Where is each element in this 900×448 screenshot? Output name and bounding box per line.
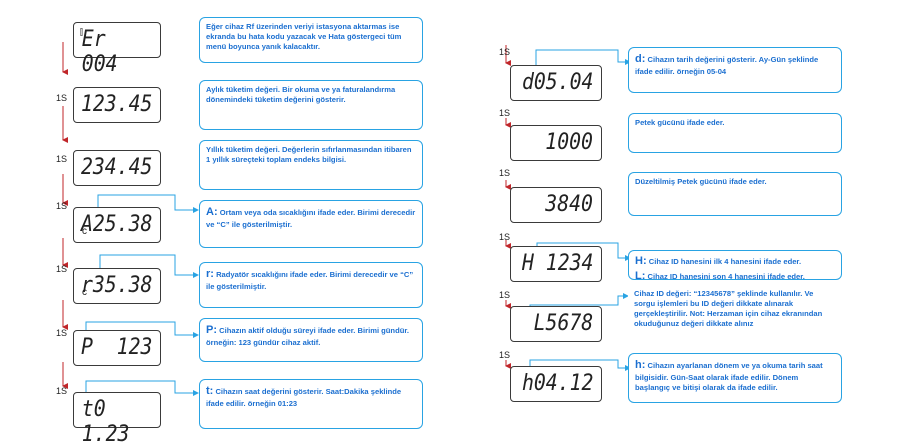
- description-corrected-power: Düzeltilmiş Petek gücünü ifade eder.: [628, 172, 842, 216]
- description-letter: t:: [206, 385, 214, 397]
- description-room-temp: A: Ortam veya oda sıcaklığını ifade eder…: [199, 200, 423, 248]
- description-letter: P:: [206, 324, 217, 336]
- step-label: 1S: [56, 201, 68, 211]
- description-text: Cihaz ID hanesini son 4 hanesini ifade e…: [647, 271, 805, 281]
- description-active-days: P: Cihazın aktif olduğu süreyi ifade ede…: [199, 318, 423, 362]
- lcd-value: H 1234: [521, 251, 593, 276]
- lcd-date: d05.04: [510, 65, 602, 101]
- lcd-value: A25.38: [80, 212, 152, 237]
- description-error: Eğer cihaz Rf üzerinden veriyi istasyona…: [199, 17, 423, 63]
- description-text: Petek gücünü ifade eder.: [635, 118, 725, 127]
- celsius-unit: c: [82, 226, 87, 237]
- description-id-note: Cihaz ID değeri: “12345678” şeklinde kul…: [628, 286, 842, 344]
- description-time: t: Cihazın saat değerini gösterir. Saat:…: [199, 379, 423, 429]
- step-label: 1S: [499, 108, 511, 118]
- description-monthly: Aylık tüketim değeri. Bir okuma ve ya fa…: [199, 80, 423, 130]
- lcd-value: 234.45: [80, 155, 152, 180]
- description-letter: r:: [206, 268, 214, 280]
- antenna-icon: ⫿: [80, 27, 83, 37]
- lcd-active-days: P 123: [73, 330, 161, 366]
- description-text: Aylık tüketim değeri. Bir okuma ve ya fa…: [206, 85, 396, 105]
- lcd-corrected-power: 3840: [510, 187, 602, 223]
- lcd-period: h04.12: [510, 366, 602, 402]
- step-label: 1S: [499, 168, 511, 178]
- celsius-unit: c: [82, 287, 87, 298]
- step-label: 1S: [499, 47, 511, 57]
- description-letter: h:: [635, 359, 646, 371]
- description-text: Cihazın aktif olduğu süreyi ifade eder. …: [206, 326, 409, 347]
- step-label: 1S: [56, 154, 68, 164]
- description-period: h: Cihazın ayarlanan dönem ve ya okuma t…: [628, 353, 842, 403]
- description-radiator-power: Petek gücünü ifade eder.: [628, 113, 842, 153]
- description-letter: H:: [635, 255, 647, 267]
- lcd-value: h04.12: [521, 371, 593, 396]
- description-radiator-temp: r: Radyatör sıcaklığını ifade eder. Biri…: [199, 262, 423, 308]
- description-text: Cihaz ID hanesini ilk 4 hanesini ifade e…: [648, 257, 802, 266]
- description-text: Cihazın ayarlanan dönem ve ya okuma tari…: [635, 361, 823, 392]
- description-text: Yıllık tüketim değeri. Değerlerin sıfırl…: [206, 145, 412, 165]
- step-label: 1S: [56, 328, 68, 338]
- step-label: 1S: [56, 264, 68, 274]
- description-yearly: Yıllık tüketim değeri. Değerlerin sıfırl…: [199, 140, 423, 190]
- lcd-value: t0 1.23: [81, 397, 130, 447]
- description-letter: d:: [635, 53, 646, 65]
- lcd-value: d05.04: [521, 70, 593, 95]
- lcd-radiator-temp: c r35.38: [73, 268, 161, 304]
- lcd-value: P 123: [80, 335, 152, 360]
- lcd-radiator-power: 1000: [510, 125, 602, 161]
- step-label: 1S: [56, 386, 68, 396]
- description-letter: A:: [206, 206, 218, 218]
- lcd-room-temp: c A25.38: [73, 207, 161, 243]
- lcd-id-low: L5678: [510, 306, 602, 342]
- description-date: d: Cihazın tarih değerini gösterir. Ay-G…: [628, 47, 842, 93]
- description-text: Cihazın tarih değerini gösterir. Ay-Gün …: [635, 55, 819, 76]
- step-label: 1S: [499, 350, 511, 360]
- left-pointer-lines: [85, 194, 199, 398]
- step-label: 1S: [499, 290, 511, 300]
- lcd-error: ⫿ Er 004: [73, 22, 161, 77]
- lcd-value: 123.45: [80, 92, 152, 117]
- lcd-value: r35.38: [80, 273, 152, 298]
- lcd-monthly: 123.45: [73, 87, 161, 123]
- lcd-yearly: 234.45: [73, 150, 161, 186]
- description-text: Cihazın saat değerini gösterir. Saat:Dak…: [206, 387, 402, 408]
- step-label: 1S: [499, 232, 511, 242]
- lcd-value: Er 004: [81, 27, 118, 77]
- lcd-id-high: H 1234: [510, 246, 602, 282]
- step-label: 1S: [56, 93, 68, 103]
- description-letter: L:: [635, 269, 646, 282]
- description-text: Radyatör sıcaklığını ifade eder. Birimi …: [206, 270, 414, 291]
- description-text: Cihaz ID değeri: “12345678” şeklinde kul…: [634, 289, 823, 329]
- description-text: Eğer cihaz Rf üzerinden veriyi istasyona…: [206, 22, 402, 52]
- description-id-parts: H: Cihaz ID hanesini ilk 4 hanesini ifad…: [628, 250, 842, 282]
- lcd-time: t0 1.23: [73, 392, 161, 447]
- lcd-value: L5678: [533, 311, 593, 336]
- description-text: Düzeltilmiş Petek gücünü ifade eder.: [635, 177, 767, 186]
- lcd-value: 3840: [545, 192, 593, 217]
- lcd-value: 1000: [545, 130, 593, 155]
- description-text: Ortam veya oda sıcaklığını ifade eder. B…: [206, 208, 416, 229]
